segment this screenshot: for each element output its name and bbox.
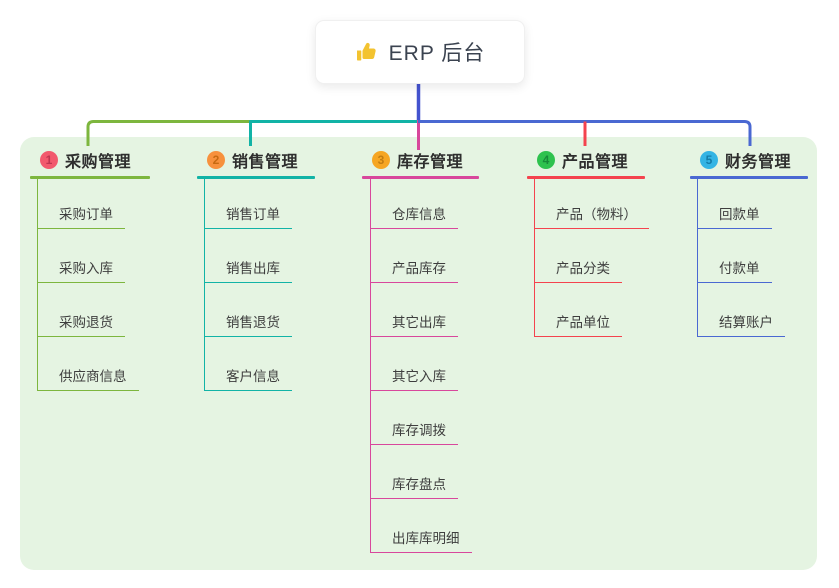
branch-title: 财务管理 [725,154,792,171]
root-node-label: ERP 后台 [388,42,486,65]
branch-title: 产品管理 [562,154,629,171]
list-item[interactable]: 销售订单 [205,179,292,229]
root-node[interactable]: ERP 后台 [315,20,525,84]
branch1-children: 采购订单 采购入库 采购退货 供应商信息 [37,179,139,391]
list-item[interactable]: 库存盘点 [371,445,472,499]
number-2-badge-icon: 2 [207,151,225,169]
branch-underline [197,176,315,179]
list-item[interactable]: 回款单 [698,179,785,229]
branch4-children: 产品（物料） 产品分类 产品单位 [534,179,649,337]
number-3-badge-icon: 3 [372,151,390,169]
list-item[interactable]: 其它入库 [371,337,472,391]
branch-underline [690,176,808,179]
list-item[interactable]: 供应商信息 [38,337,139,391]
branch-header-2[interactable]: 2 销售管理 [197,148,315,179]
branch2-children: 销售订单 销售出库 销售退货 客户信息 [204,179,292,391]
branches-panel [20,137,817,570]
list-item[interactable]: 客户信息 [205,337,292,391]
badge-digit: 4 [542,153,550,167]
list-item[interactable]: 产品库存 [371,229,472,283]
branch-header-3[interactable]: 3 库存管理 [362,148,479,179]
branch-header-5[interactable]: 5 财务管理 [690,148,808,179]
list-item[interactable]: 销售出库 [205,229,292,283]
list-item[interactable]: 销售退货 [205,283,292,337]
badge-digit: 3 [377,153,385,167]
list-item[interactable]: 其它出库 [371,283,472,337]
number-4-badge-icon: 4 [537,151,555,169]
thumbs-up-icon [355,40,379,64]
branch-title: 销售管理 [232,154,299,171]
list-item[interactable]: 产品分类 [535,229,649,283]
list-item[interactable]: 采购退货 [38,283,139,337]
list-item[interactable]: 产品（物料） [535,179,649,229]
branch-title: 库存管理 [397,154,464,171]
branch-underline [527,176,645,179]
list-item[interactable]: 采购入库 [38,229,139,283]
branch-header-1[interactable]: 1 采购管理 [30,148,150,179]
list-item[interactable]: 仓库信息 [371,179,472,229]
branch3-children: 仓库信息 产品库存 其它出库 其它入库 库存调拨 库存盘点 出库库明细 [370,179,472,553]
branch5-children: 回款单 付款单 结算账户 [697,179,785,337]
badge-digit: 1 [45,153,53,167]
branch-underline [30,176,150,179]
branch-title: 采购管理 [65,154,132,171]
list-item[interactable]: 结算账户 [698,283,785,337]
badge-digit: 2 [212,153,220,167]
list-item[interactable]: 采购订单 [38,179,139,229]
number-5-badge-icon: 5 [700,151,718,169]
branch-underline [362,176,479,179]
number-1-badge-icon: 1 [40,151,58,169]
badge-digit: 5 [705,153,713,167]
branch-header-4[interactable]: 4 产品管理 [527,148,645,179]
list-item[interactable]: 产品单位 [535,283,649,337]
list-item[interactable]: 付款单 [698,229,785,283]
list-item[interactable]: 出库库明细 [371,499,472,553]
list-item[interactable]: 库存调拨 [371,391,472,445]
